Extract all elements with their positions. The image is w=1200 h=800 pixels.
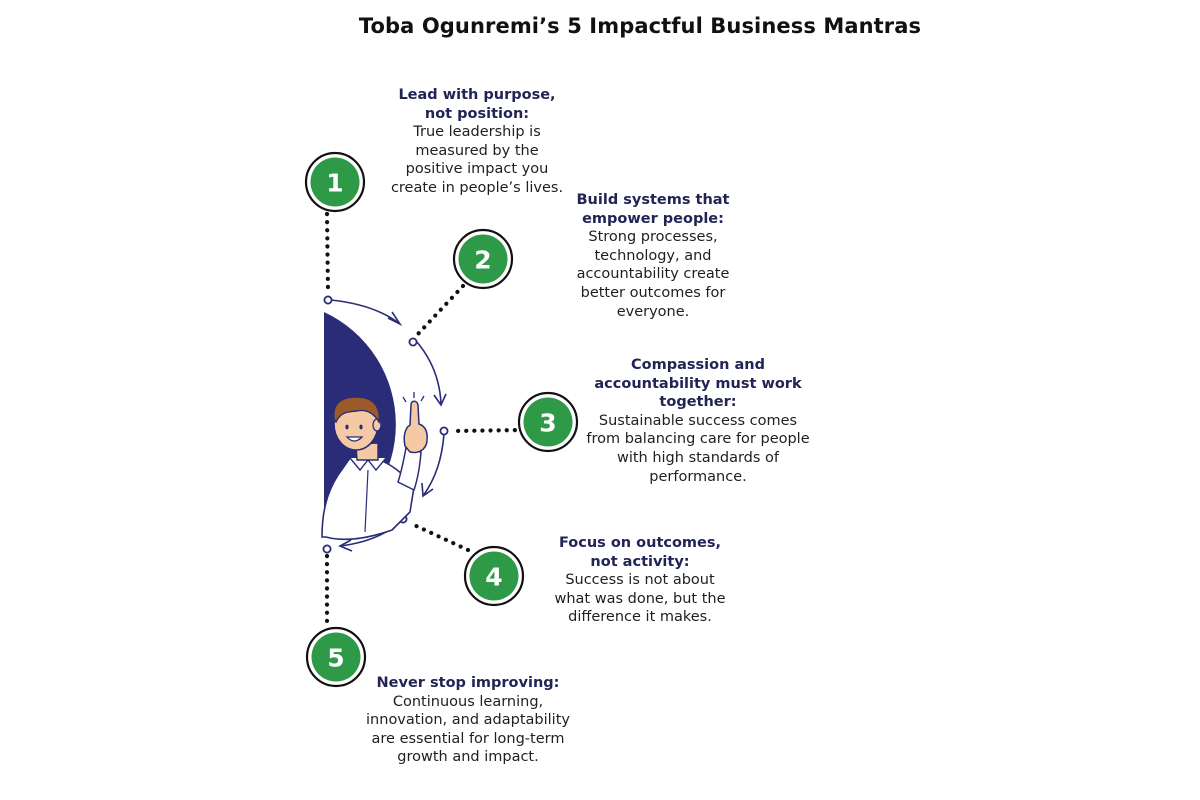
- number-badge-5: 5: [305, 626, 367, 688]
- shirt-placket: [364, 469, 369, 533]
- mantra-body: Strong processes, technology, and accoun…: [576, 229, 730, 320]
- raised-arm: [397, 447, 422, 492]
- mantra-body: Continuous learning, innovation, and ada…: [366, 693, 570, 766]
- arrowhead-3: [421, 482, 434, 498]
- mantra-body: True leadership is measured by the posit…: [390, 124, 564, 196]
- number-badge-4: 4: [463, 545, 525, 607]
- arrowhead-4: [338, 539, 353, 552]
- mantra-5-text: Never stop improving: Continuous learnin…: [366, 674, 570, 767]
- badge-number: 1: [326, 169, 343, 198]
- arrow-2-to-3: [416, 341, 442, 405]
- pointing-hand: [403, 400, 428, 454]
- badge-number: 5: [327, 644, 344, 673]
- smile: [345, 436, 364, 442]
- curved-arrows: [330, 299, 447, 552]
- mantra-4-text: Focus on outcomes, not activity: Success…: [554, 534, 726, 627]
- hair: [333, 396, 380, 425]
- left-eye: [345, 424, 349, 430]
- number-badge-1: 1: [304, 151, 366, 213]
- person-illustration: [321, 392, 428, 541]
- mantra-heading: Build systems that empower people:: [576, 192, 730, 227]
- mantra-heading: Never stop improving:: [376, 675, 560, 691]
- arrowhead-1: [387, 311, 403, 327]
- idea-lines: [402, 392, 425, 403]
- number-badge-3: 3: [517, 391, 579, 453]
- page-title: Toba Ogunremi’s 5 Impactful Business Man…: [358, 14, 922, 38]
- mantra-body: Sustainable success comes from balancing…: [586, 412, 810, 485]
- arrow-1-to-2: [330, 299, 401, 325]
- dotted-connectors: [324, 211, 526, 628]
- shirt: [321, 457, 415, 541]
- right-eye: [359, 424, 363, 430]
- mantra-heading: Lead with purpose, not position:: [398, 87, 556, 122]
- badge-number: 3: [539, 409, 556, 438]
- arrowhead-2: [433, 393, 447, 407]
- badge-number: 4: [485, 563, 502, 592]
- mantra-3-text: Compassion and accountability must work …: [586, 356, 810, 486]
- mantra-heading: Compassion and accountability must work …: [594, 357, 802, 411]
- mantra-body: Success is not about what was done, but …: [554, 572, 726, 626]
- mantra-2-text: Build systems that empower people: Stron…: [558, 191, 748, 321]
- badge-number: 2: [474, 246, 491, 275]
- mantra-heading: Focus on outcomes, not activity:: [558, 535, 722, 570]
- number-badge-2: 2: [452, 228, 514, 290]
- connector-nodes: [322, 295, 449, 554]
- arrow-3-to-4: [422, 433, 445, 497]
- mantra-1-text: Lead with purpose, not position: True le…: [386, 86, 568, 198]
